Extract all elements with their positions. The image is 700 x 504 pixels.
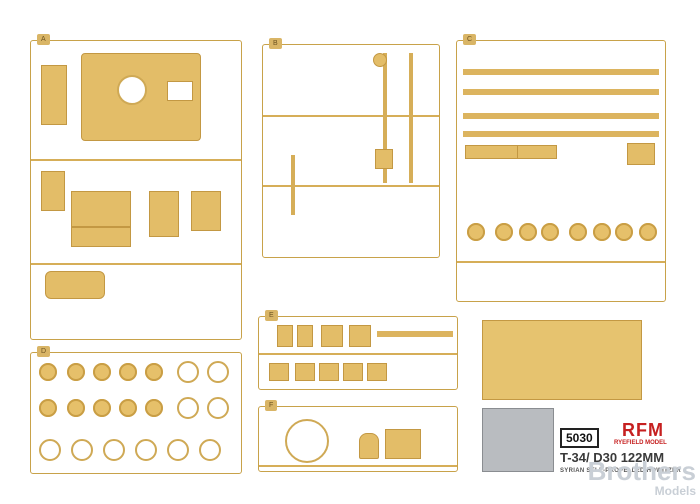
- road-wheel: [145, 399, 163, 417]
- drive-wheel: [569, 223, 587, 241]
- track-row: [377, 331, 453, 337]
- sprue-a-label: A: [37, 34, 50, 45]
- runner: [259, 465, 457, 467]
- drive-wheel: [593, 223, 611, 241]
- panel-part: [349, 325, 371, 347]
- watermark-line1: Brothers: [587, 456, 696, 486]
- sprue-d: D: [30, 346, 242, 474]
- road-wheel: [67, 363, 85, 381]
- lower-hull-part: [482, 320, 642, 400]
- road-wheel: [93, 363, 111, 381]
- hatch-part: [167, 81, 193, 101]
- drive-wheel: [615, 223, 633, 241]
- deck-part: [149, 191, 179, 237]
- engine-deck: [71, 227, 131, 247]
- tire-ring: [135, 439, 157, 461]
- turret-base: [45, 271, 105, 299]
- track-row: [463, 69, 659, 75]
- track-row: [463, 89, 659, 95]
- panel-part: [277, 325, 293, 347]
- panel-part: [269, 363, 289, 381]
- watermark-line2: Models: [654, 484, 696, 498]
- watermark: Brothers Models: [588, 458, 696, 498]
- brand-subtext: RYEFIELD MODEL: [614, 440, 667, 446]
- small-part: [375, 149, 393, 169]
- tire-ring: [177, 361, 199, 383]
- sprue-f: F: [258, 400, 458, 472]
- product-title: T-34/ D30 122MM: [560, 450, 665, 465]
- product-subtitle: SYRIAN SELF-PROPELLED HOWITZER: [560, 468, 682, 474]
- drive-wheel: [541, 223, 559, 241]
- sprue-c-label: C: [463, 34, 477, 45]
- track-row: [463, 131, 659, 137]
- road-wheel: [39, 399, 57, 417]
- product-code: 5030: [560, 428, 599, 448]
- track-row: [463, 113, 659, 119]
- sprue-c: C: [456, 34, 666, 302]
- panel-part: [367, 363, 387, 381]
- hatch-part: [385, 429, 421, 459]
- runner: [31, 263, 241, 265]
- drive-wheel: [519, 223, 537, 241]
- runner: [383, 53, 387, 183]
- deck-part: [41, 171, 65, 211]
- runner: [409, 53, 413, 183]
- sprue-b: B: [262, 38, 440, 258]
- panel-part: [343, 363, 363, 381]
- sprue-b-label: B: [269, 38, 282, 49]
- tire-ring: [199, 439, 221, 461]
- deck-part: [71, 191, 131, 227]
- tire-ring: [103, 439, 125, 461]
- panel-part: [321, 325, 343, 347]
- side-part: [41, 65, 67, 125]
- road-wheel: [119, 399, 137, 417]
- road-wheel: [93, 399, 111, 417]
- road-wheel: [67, 399, 85, 417]
- tire-ring: [71, 439, 93, 461]
- sprue-d-label: D: [37, 346, 51, 357]
- rfm-logo-part: [627, 143, 655, 165]
- tire-ring: [207, 361, 229, 383]
- sprue-e-label: E: [265, 310, 278, 321]
- runner: [31, 159, 241, 161]
- hatch-ring: [117, 75, 147, 105]
- deck-part: [191, 191, 221, 231]
- drive-wheel: [639, 223, 657, 241]
- road-wheel: [119, 363, 137, 381]
- panel-part: [319, 363, 339, 381]
- road-wheel: [39, 363, 57, 381]
- tire-ring: [207, 397, 229, 419]
- shield-part: [359, 433, 379, 459]
- drive-wheel: [495, 223, 513, 241]
- runner: [259, 353, 457, 355]
- panel-part: [295, 363, 315, 381]
- runner: [263, 115, 439, 117]
- tire-ring: [167, 439, 189, 461]
- road-wheel: [145, 363, 163, 381]
- mantlet-ring: [285, 419, 329, 463]
- sprue-f-label: F: [265, 400, 278, 411]
- panel-part: [297, 325, 313, 347]
- runner: [457, 261, 665, 263]
- sprue-e: E: [258, 310, 458, 390]
- runner: [263, 185, 439, 187]
- fender-part: [465, 145, 521, 159]
- tire-ring: [39, 439, 61, 461]
- tire-ring: [177, 397, 199, 419]
- sprue-a: A: [30, 34, 242, 340]
- fender-part: [517, 145, 557, 159]
- photo-etch-fret: [482, 408, 554, 472]
- drive-wheel: [467, 223, 485, 241]
- small-part: [373, 53, 387, 67]
- brand-logo: RFM: [622, 420, 664, 440]
